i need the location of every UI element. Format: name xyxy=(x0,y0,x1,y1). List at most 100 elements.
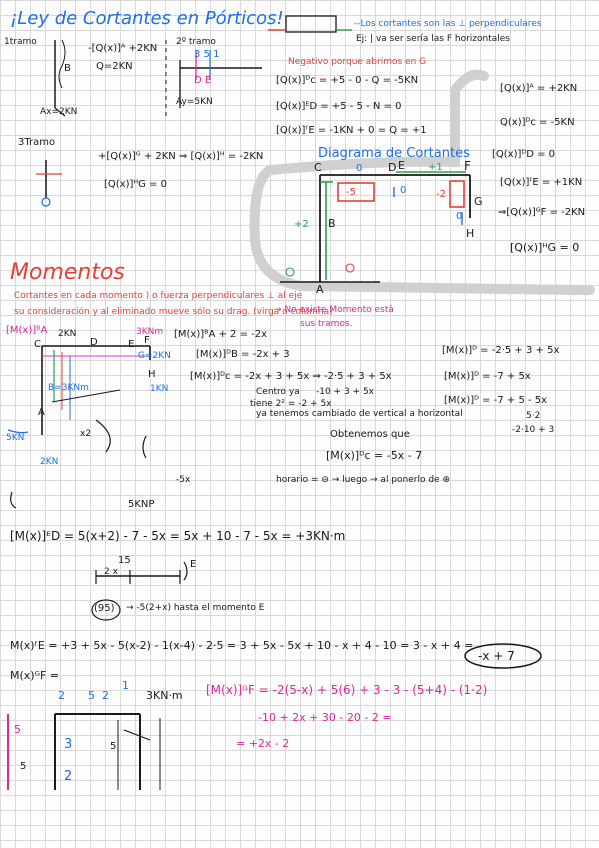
eq-qc: [Q(x)]ᴰc = +5 - 0 - Q = -5KN xyxy=(276,75,419,86)
pink-eq1: [M(x)]ᴳF = -2(5-x) + 5(6) + 3 - 3 - (5+4… xyxy=(206,683,488,697)
frame-3knm: 3KNm xyxy=(136,327,164,337)
f2-3knm: 3KN·m xyxy=(146,689,183,702)
tramo2-ay: Ay=5KN xyxy=(176,97,213,107)
f2-s5: 5 xyxy=(20,761,27,772)
tramo3-label: 3Tramo xyxy=(18,137,56,148)
momentos-note1: Cortantes en cada momento ) o fuerza per… xyxy=(14,291,303,301)
beam-box xyxy=(285,15,337,33)
frame-2kn: 2KN xyxy=(40,457,59,467)
frame-5kn: 5KN xyxy=(6,433,25,443)
tramo3-eq1: +[Q(x)]ᴳ + 2KN ⇒ [Q(x)]ᴴ = -2KN xyxy=(98,151,264,162)
right-col-2: [Q(x)]ᴰD = 0 xyxy=(492,149,556,160)
diag-label-d: D xyxy=(388,161,397,174)
diag-val-m5: -5 xyxy=(346,187,356,198)
diag-val-p1: +1 xyxy=(428,162,443,173)
diag-val-m2: -2 xyxy=(436,189,446,200)
diag-val-z3: 0 xyxy=(456,211,463,222)
diagram-title: Diagrama de Cortantes xyxy=(318,146,470,161)
m-eq3c: Centro ya xyxy=(256,387,300,397)
eq-qf: [Q(x)]ᶠE = -1KN + 0 = Q = +1 xyxy=(276,125,427,136)
right-m-0: [M(x)]ᴰ = -2·5 + 3 + 5x xyxy=(442,345,560,356)
obtenemos-eq: [M(x)]ᴰc = -5x - 7 xyxy=(326,449,423,462)
momentos-note3: → No existe Momento está xyxy=(274,305,394,315)
frame-d: D xyxy=(90,337,98,348)
m-eq3: [M(x)]ᴰc = -2x + 3 + 5x ⇒ -2·5 + 3 + 5x xyxy=(190,371,392,382)
gray-highlight xyxy=(249,69,595,295)
f2-five-l: 5 xyxy=(14,723,21,736)
diag-label-a: A xyxy=(316,283,324,296)
tramo2-nums: 3 5 1 xyxy=(194,49,220,60)
momentos-note4: sus tramos. xyxy=(300,319,353,329)
m-note-vert: ya tenemos cambiado de vertical a horizo… xyxy=(256,409,463,419)
tramo1-eq: -[Q(x)]ᴬ +2KN xyxy=(88,43,158,54)
sub-15: 15 xyxy=(118,555,131,566)
tramo1-ax: Ax=2KN xyxy=(40,107,78,117)
m-eq1: [M(x)]ᴮA + 2 = -2x xyxy=(174,329,268,340)
frame-h: H xyxy=(148,369,156,380)
diag-val-z2: 0 xyxy=(400,185,407,196)
right-col-1: Q(x)]ᴰc = -5KN xyxy=(500,117,575,128)
five-knp: 5KNP xyxy=(128,499,155,510)
diag-label-b: B xyxy=(328,217,336,230)
right-col-0: [Q(x)]ᴬ = +2KN xyxy=(500,83,578,94)
f2-one: 1 xyxy=(122,679,129,692)
negativo-note: Negativo porque abrimos en G xyxy=(288,57,427,67)
tramo2-label: 2º tramo xyxy=(176,37,216,47)
f2-two-b: 2 xyxy=(102,689,109,702)
m-eq3b: -10 + 3 + 5x xyxy=(316,387,375,397)
tramo1-eq2: Q=2KN xyxy=(96,61,133,72)
tramo3-eq2: [Q(x)]ᴴG = 0 xyxy=(104,179,167,190)
m-eq2: [M(x)]ᴰB = -2x + 3 xyxy=(196,349,290,360)
f2-five: 5 xyxy=(88,689,95,702)
m-label-left: [M(x)]ᴮA xyxy=(6,325,48,336)
right-m-3: 5·2 xyxy=(526,411,541,421)
eq-big2: M(x)ᶠE = +3 + 5x - 5(x-2) - 1(x-4) - 2·5… xyxy=(10,639,474,652)
diag-label-g: G xyxy=(474,195,483,208)
f2-three: 3 xyxy=(64,737,73,752)
frame-e: E xyxy=(128,339,135,350)
sub-e: E xyxy=(190,559,197,570)
frame-a: A xyxy=(38,407,45,418)
right-col-3: [Q(x)]ᶠE = +1KN xyxy=(500,177,583,188)
right-m-1: [M(x)]ᴰ = -7 + 5x xyxy=(444,371,531,382)
f2-two-c: 2 xyxy=(64,769,73,784)
frame-1kn: 1KN xyxy=(150,384,169,394)
right-m-2: [M(x)]ᴰ = -7 + 5 - 5x xyxy=(444,395,548,406)
pink-eq3: = +2x - 2 xyxy=(236,737,290,750)
diag-val-z1: 0 xyxy=(356,163,363,174)
sub-2x: 2 x xyxy=(104,567,118,577)
obtenemos-label: Obtenemos que xyxy=(330,429,410,440)
diag-label-e: E xyxy=(398,159,405,172)
tramo2-de: D E xyxy=(194,75,212,86)
right-m-4: -2·10 + 3 xyxy=(512,425,555,435)
eq-big1: [M(x)]ᴱD = 5(x+2) - 7 - 5x = 5x + 10 - 7… xyxy=(10,529,346,543)
right-col-4: ⇒[Q(x)]ᴳF = -2KN xyxy=(498,207,586,218)
frame-c: C xyxy=(34,339,41,350)
page-title: ¡Ley de Cortantes en Pórticos! xyxy=(10,8,284,29)
horario-note: horario = ⊖ → luego → al ponerlo de ⊕ xyxy=(276,475,450,485)
f2-two-a: 2 xyxy=(58,689,65,702)
frame-f: F xyxy=(144,335,150,346)
frame-g: G=2KN xyxy=(138,351,171,361)
momentos-note2: su consideración y al eliminado mueve só… xyxy=(14,307,333,317)
five-b: -5x xyxy=(176,475,191,485)
diag-label-f: F xyxy=(464,159,471,173)
momentos-title: Momentos xyxy=(10,260,125,285)
pink-eq2: -10 + 2x + 30 - 20 - 2 = xyxy=(258,711,392,724)
frame-b: B=3KNm xyxy=(48,383,89,393)
sub-note: → -5(2+x) hasta el momento E xyxy=(126,603,265,613)
note-example: Ej: | va ser sería las F horizontales xyxy=(356,34,510,44)
note-perpendicular: --Los cortantes son las ⊥ perpendiculare… xyxy=(354,19,542,29)
eq-mg: M(x)ᴳF = xyxy=(10,669,59,682)
eq-qe: [Q(x)]ᴱD = +5 - 5 - N = 0 xyxy=(276,101,402,112)
eq-big2-result: -x + 7 xyxy=(478,649,515,663)
tramo1-b: B xyxy=(64,63,71,74)
diag-label-c: C xyxy=(314,161,322,174)
diag-label-h: H xyxy=(466,227,475,240)
sub-95: (95) xyxy=(94,603,115,614)
f2-five-r: 5 xyxy=(110,741,117,752)
m-eq3d: tiene 2² = -2 + 5x xyxy=(250,399,332,409)
right-col-5: [Q(x)]ᴴG = 0 xyxy=(510,241,580,254)
diag-val-p2: +2 xyxy=(294,219,309,230)
